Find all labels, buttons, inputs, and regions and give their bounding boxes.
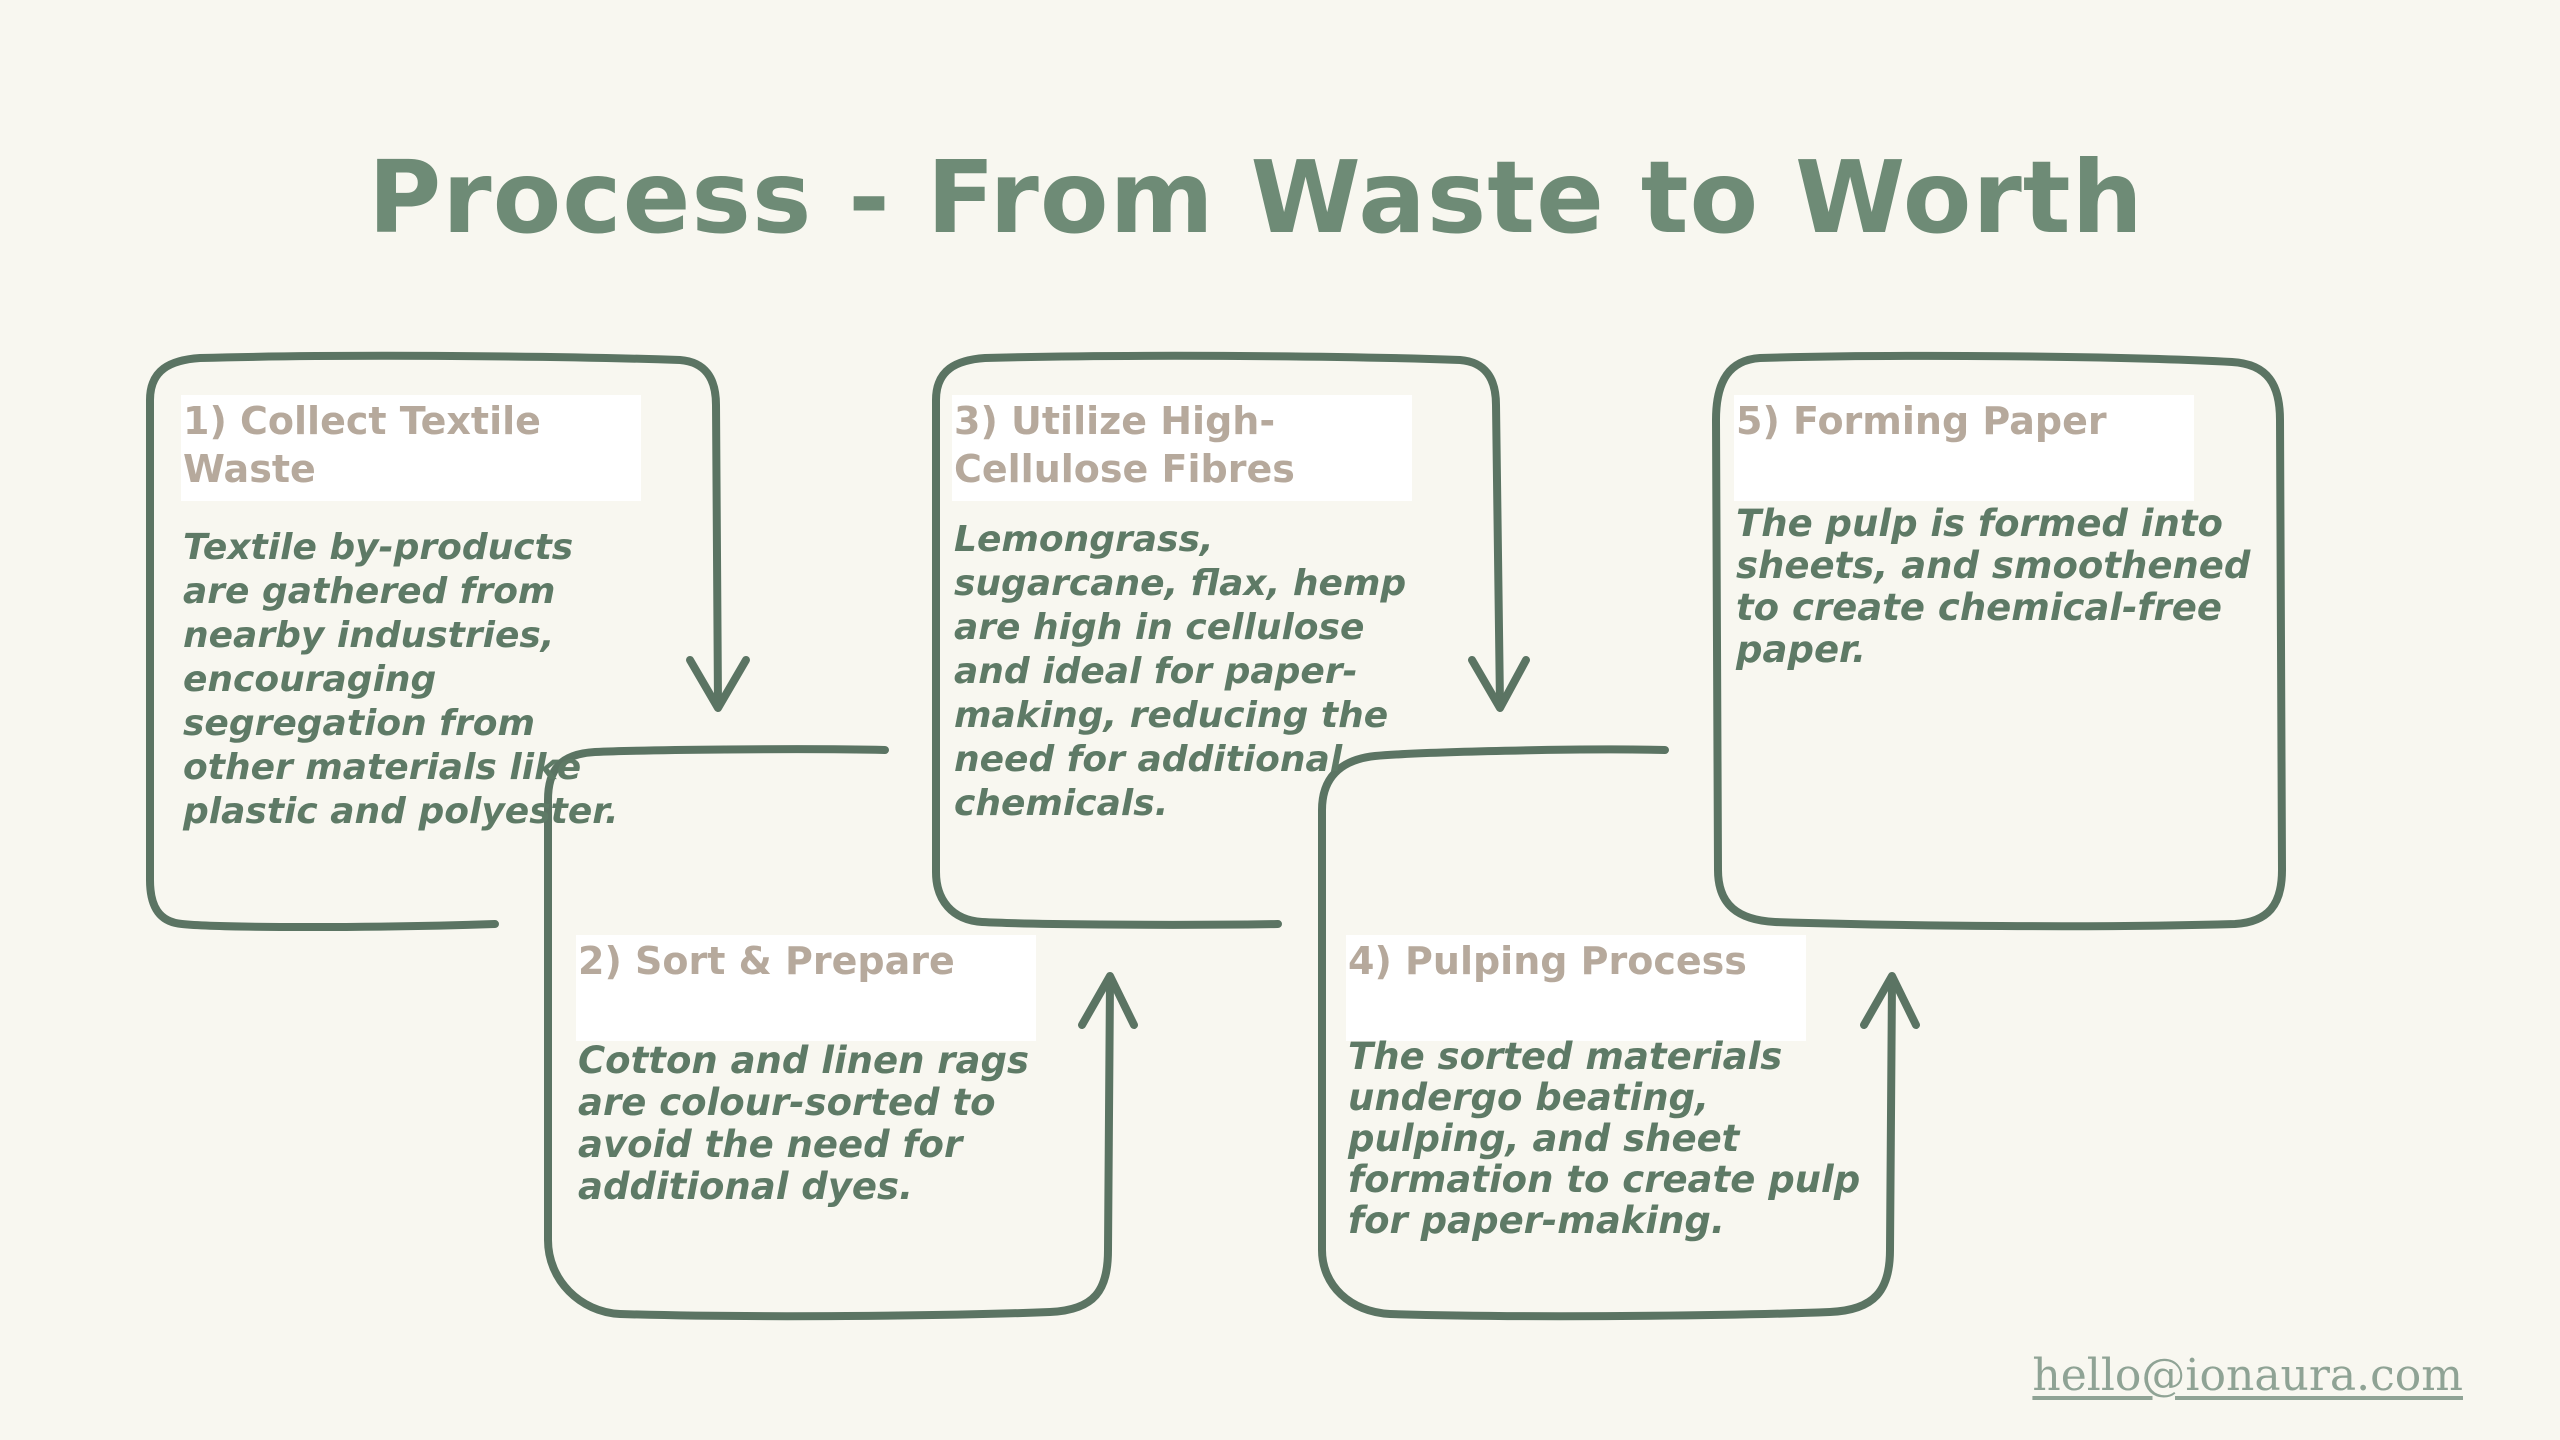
- step-5-heading: 5) Forming Paper: [1734, 395, 2194, 501]
- step-1-heading: 1) Collect Textile Waste: [181, 395, 641, 501]
- step-2-connector: [544, 745, 1114, 1321]
- step-2-arrow-head-icon: [1078, 972, 1138, 1029]
- step-4-arrow-head-icon: [1860, 972, 1920, 1029]
- step-4-connector: [1318, 745, 1896, 1321]
- step-5-description: The pulp is formed into sheets, and smoo…: [1736, 502, 2251, 671]
- step-1-connector: [146, 351, 722, 931]
- step-4-description: The sorted materials undergo beating, pu…: [1348, 1035, 1861, 1242]
- step-4-heading: 4) Pulping Process: [1346, 935, 1806, 1041]
- page-title: Process - From Waste to Worth: [368, 139, 2144, 256]
- step-5-box: [1712, 351, 2286, 931]
- contact-email-link[interactable]: hello@ionaura.com: [2032, 1350, 2463, 1401]
- step-3-heading: 3) Utilize High-Cellulose Fibres: [952, 395, 1412, 501]
- step-3-connector: [932, 351, 1504, 929]
- step-3-arrow-head-icon: [1468, 656, 1530, 712]
- step-3-description: Lemongrass, sugarcane, flax, hemp are hi…: [954, 519, 1407, 824]
- step-1-arrow-head-icon: [686, 656, 750, 712]
- step-2-description: Cotton and linen rags are colour-sorted …: [578, 1039, 1030, 1208]
- step-1-description: Textile by-products are gathered from ne…: [183, 527, 619, 832]
- step-2-heading: 2) Sort & Prepare: [576, 935, 1036, 1041]
